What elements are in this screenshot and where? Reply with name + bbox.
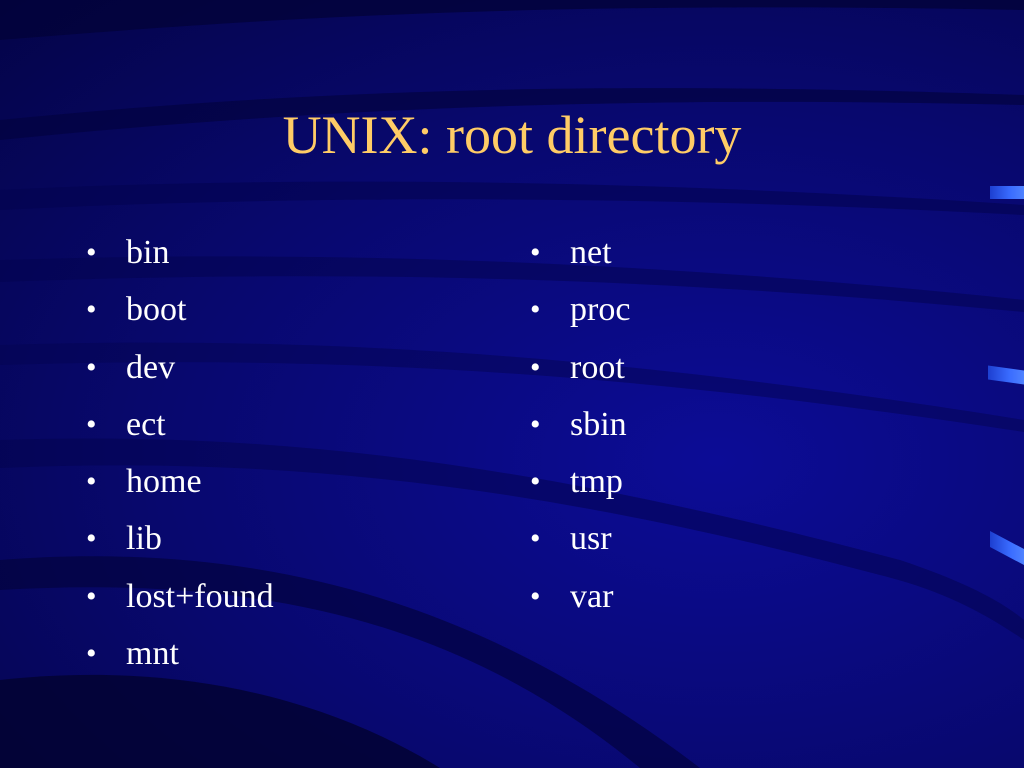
swoosh-8	[0, 674, 440, 768]
swoosh-1	[0, 0, 1024, 40]
list-item-label: sbin	[570, 405, 627, 443]
list-item-label: mnt	[126, 635, 179, 673]
bullet-icon: •	[86, 350, 97, 384]
swoosh-2	[0, 88, 1024, 140]
list-item: • mnt	[86, 625, 274, 682]
bullet-icon: •	[530, 236, 541, 269]
list-item: • net	[530, 224, 630, 281]
bullet-icon: •	[86, 465, 97, 499]
list-item: • tmp	[530, 453, 630, 510]
bullet-icon: •	[86, 522, 97, 556]
bullet-icon: •	[530, 579, 541, 613]
bullet-icon: •	[86, 407, 97, 441]
list-item-label: lost+found	[126, 577, 274, 615]
swoosh-7	[0, 556, 700, 768]
list-item-label: ect	[126, 405, 166, 443]
list-item: • usr	[530, 510, 630, 567]
list-item-label: root	[570, 348, 625, 386]
bullet-list-right: • net • proc • root • sbin • tmp • usr • var	[530, 224, 630, 625]
list-item: • ect	[86, 396, 274, 453]
list-item: • proc	[530, 281, 630, 338]
bullet-icon: •	[86, 293, 97, 327]
list-item-label: bin	[126, 234, 170, 271]
list-item: • root	[530, 339, 630, 396]
swoosh-3	[0, 181, 1024, 215]
bullet-icon: •	[530, 465, 541, 499]
bullet-list-left: • bin • boot • dev • ect • home • lib • lost+fo…	[86, 224, 274, 682]
list-item: • lib	[86, 510, 274, 567]
list-item-label: tmp	[570, 463, 623, 501]
list-item: • boot	[86, 281, 274, 338]
list-item-label: dev	[126, 348, 176, 386]
bullet-icon: •	[86, 579, 97, 613]
list-item: • dev	[86, 339, 274, 396]
list-item-label: lib	[126, 520, 162, 558]
bullet-icon: •	[86, 637, 97, 671]
bullet-icon: •	[530, 350, 541, 384]
list-item: • lost+found	[86, 568, 274, 625]
bullet-icon: •	[86, 236, 97, 269]
list-item-label: home	[126, 463, 202, 501]
list-item-label: usr	[570, 520, 612, 558]
bullet-icon: •	[530, 522, 541, 556]
bullet-icon: •	[530, 407, 541, 441]
bullet-icon: •	[530, 293, 541, 327]
list-item-label: var	[570, 577, 614, 615]
list-item: • var	[530, 568, 630, 625]
list-item: • bin	[86, 224, 274, 281]
swoosh-4	[0, 256, 1024, 312]
accent-bar-1	[990, 186, 1024, 199]
swoosh-6	[0, 438, 1024, 640]
list-item: • home	[86, 453, 274, 510]
list-item-label: proc	[570, 291, 631, 329]
list-item: • sbin	[530, 396, 630, 453]
swoosh-5	[0, 342, 1024, 432]
list-item-label: net	[570, 234, 612, 271]
list-item-label: boot	[126, 291, 187, 329]
slide-title: UNIX: root directory	[282, 105, 742, 165]
